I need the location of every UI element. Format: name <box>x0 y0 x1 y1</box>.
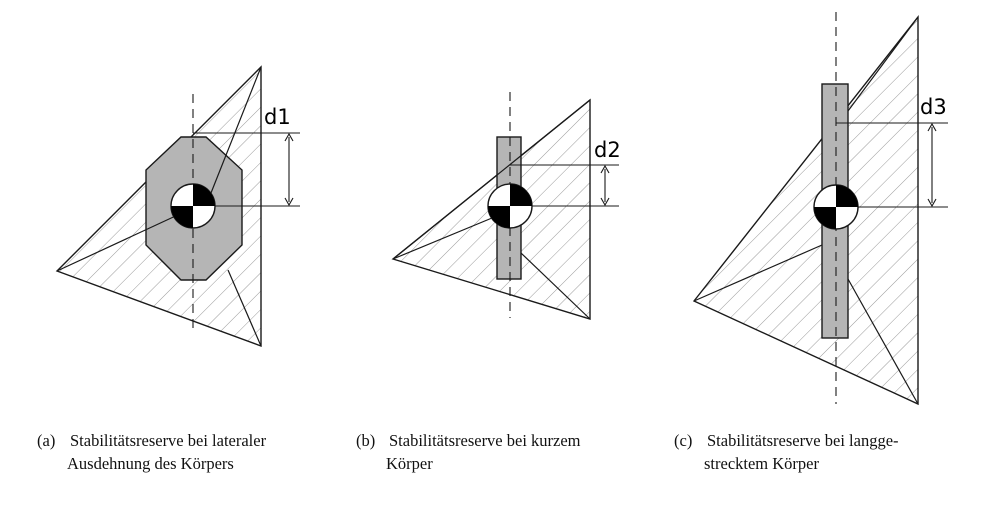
arrow-head <box>284 197 294 207</box>
caption-tag: (c) <box>674 431 693 450</box>
arrow-head <box>927 198 937 208</box>
inner-line <box>693 244 823 302</box>
inner-line <box>847 278 919 405</box>
panel-a: d1 <box>55 65 300 348</box>
inner-line <box>520 252 591 320</box>
arrow-head <box>600 164 610 174</box>
dimension-label-d2: d2 <box>594 138 621 162</box>
dimension-label-d1: d1 <box>264 105 291 129</box>
dimension-label-d3: d3 <box>920 95 947 119</box>
panel-c: d3 <box>692 12 948 406</box>
caption-a: (a) Stabilitätsreserve bei lateraler Ausd… <box>37 429 337 475</box>
support-triangle <box>692 14 919 406</box>
caption-text: Stabilitätsreserve bei lateraler <box>70 431 267 450</box>
caption-c: (c) Stabilitätsreserve bei langge- streck… <box>674 429 974 475</box>
caption-text: Stabilitätsreserve bei kurzem <box>389 431 581 450</box>
inner-line <box>392 217 493 260</box>
cog-symbol <box>813 184 859 230</box>
inner-line <box>392 99 591 260</box>
arrow-head <box>600 197 610 207</box>
cog-symbol <box>487 183 533 229</box>
cog-symbol <box>170 183 216 229</box>
caption-line: (c) Stabilitätsreserve bei langge- <box>674 429 974 452</box>
caption-line: (a) Stabilitätsreserve bei lateraler <box>37 429 337 452</box>
caption-text: Körper <box>386 454 433 473</box>
caption-line: (b) Stabilitätsreserve bei kurzem <box>356 429 646 452</box>
caption-text: Ausdehnung des Körpers <box>67 454 234 473</box>
caption-text: Stabilitätsreserve bei langge- <box>707 431 899 450</box>
caption-tag: (a) <box>37 431 56 450</box>
panel-b: d2 <box>391 92 621 320</box>
caption-b: (b) Stabilitätsreserve bei kurzem Körper <box>356 429 646 475</box>
inner-line <box>56 212 183 272</box>
caption-text: strecktem Körper <box>704 454 819 473</box>
arrow-head <box>927 122 937 132</box>
inner-line <box>227 269 262 347</box>
arrow-head <box>284 132 294 142</box>
caption-tag: (b) <box>356 431 376 450</box>
inner-line <box>847 16 919 112</box>
